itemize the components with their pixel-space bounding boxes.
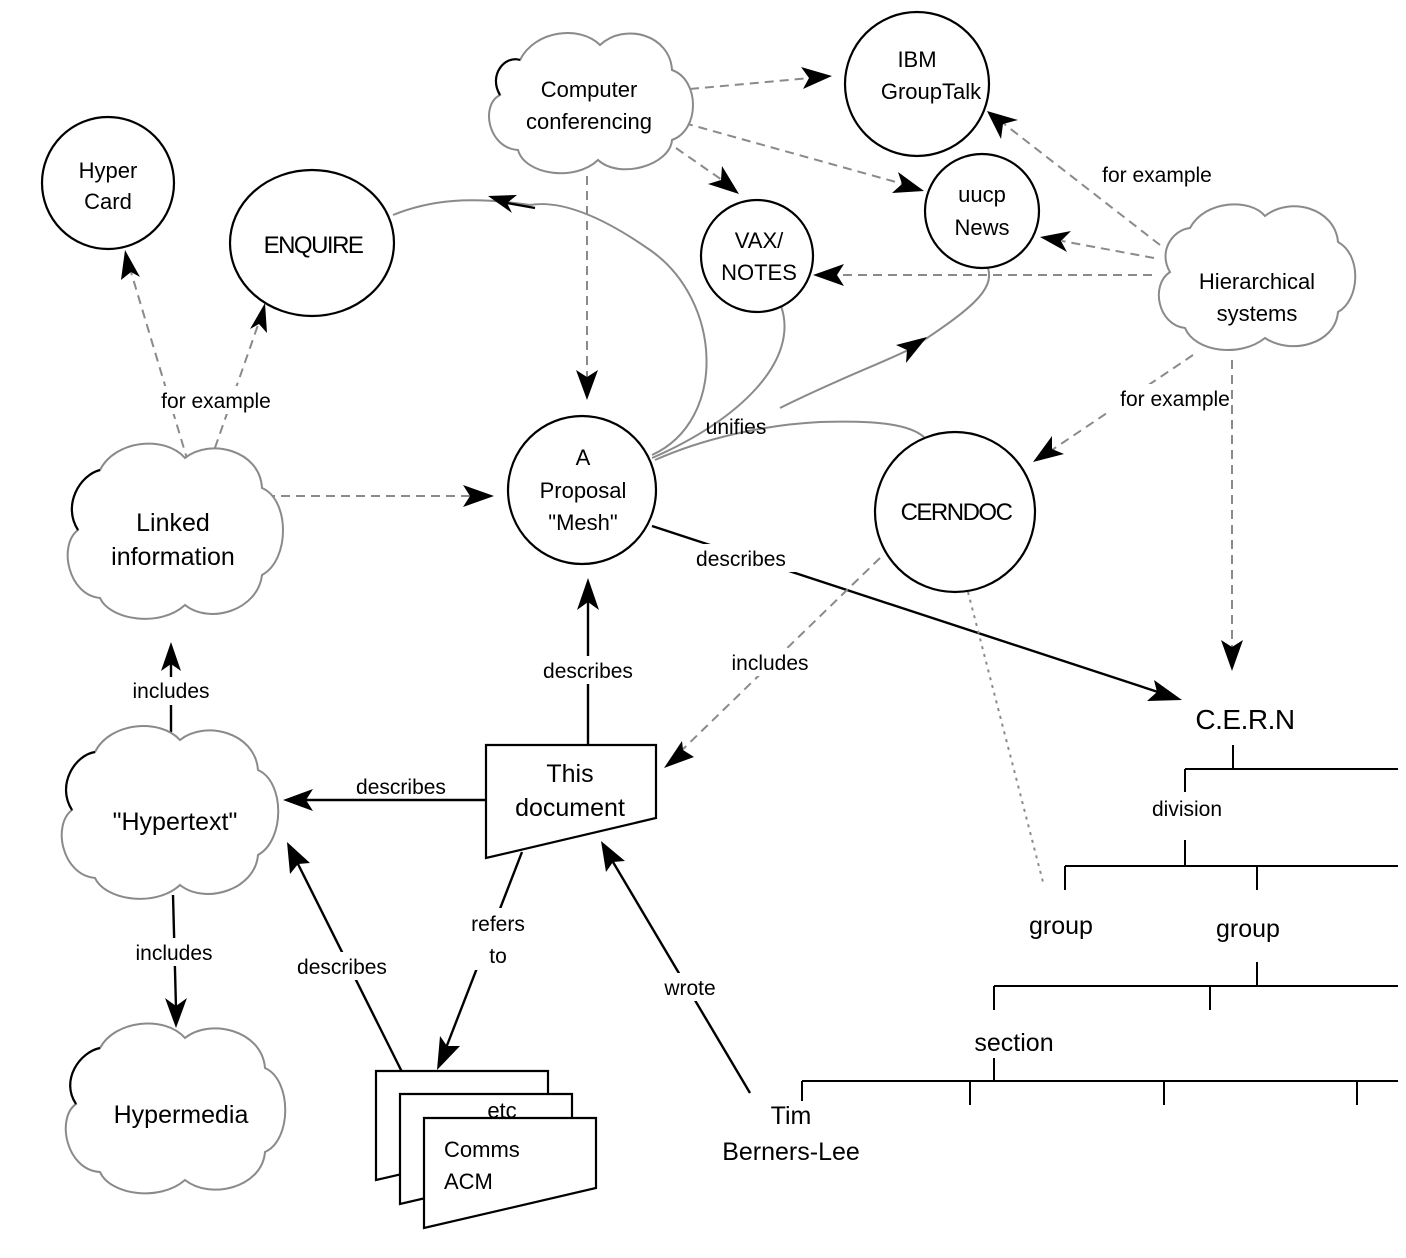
svg-text:includes: includes bbox=[132, 680, 209, 703]
edge-cerndoc-includes-doc: includes bbox=[664, 557, 881, 768]
org-tree-group-right: group bbox=[1216, 915, 1280, 943]
svg-text:includes: includes bbox=[731, 652, 808, 675]
org-tree-root: C.E.R.N bbox=[1195, 704, 1294, 735]
svg-text:Linked: Linked bbox=[136, 509, 210, 537]
svg-text:Comms: Comms bbox=[444, 1137, 520, 1162]
svg-text:refers: refers bbox=[471, 913, 525, 936]
svg-text:ENQUIRE: ENQUIRE bbox=[264, 232, 363, 259]
svg-text:Computer: Computer bbox=[541, 77, 638, 102]
node-hypermedia: Hypermedia bbox=[64, 1022, 287, 1195]
svg-text:unifies: unifies bbox=[706, 416, 767, 439]
node-papers-stack: etc Comms ACM bbox=[374, 1069, 598, 1230]
edge-cerndoc-to-group bbox=[967, 591, 1045, 887]
svg-text:includes: includes bbox=[135, 942, 212, 965]
node-hypertext: "Hypertext" bbox=[60, 725, 280, 900]
node-uucp-news: uucp News bbox=[923, 152, 1041, 270]
svg-text:A: A bbox=[576, 445, 591, 470]
svg-text:wrote: wrote bbox=[663, 977, 715, 1000]
edge-label-unifies: unifies bbox=[706, 416, 767, 439]
edge-label-for-example-top-right: for example bbox=[1088, 160, 1226, 188]
edge-conferencing-to-grouptalk bbox=[689, 67, 832, 90]
svg-text:for example: for example bbox=[1102, 164, 1212, 187]
edge-hypertext-includes-hypermedia: includes bbox=[122, 894, 226, 1028]
node-hypercard: Hyper Card bbox=[40, 115, 176, 251]
node-author: Tim Berners-Lee bbox=[722, 1102, 860, 1166]
node-hierarchical-systems: Hierarchical systems bbox=[1157, 203, 1357, 351]
svg-text:information: information bbox=[111, 543, 235, 571]
node-ibm-grouptalk: IBM GroupTalk bbox=[843, 10, 991, 158]
svg-text:to: to bbox=[489, 945, 507, 968]
edge-label-for-example-left: for example bbox=[148, 386, 284, 414]
org-tree-group-left: group bbox=[1029, 912, 1093, 940]
edge-mesh-unifies-cerndoc bbox=[654, 420, 925, 461]
edge-linked-to-enquire bbox=[209, 303, 267, 463]
svg-text:Hyper: Hyper bbox=[79, 158, 138, 183]
edge-conferencing-to-uucpnews bbox=[683, 122, 924, 193]
svg-text:GroupTalk: GroupTalk bbox=[881, 79, 982, 104]
edge-doc-describes-mesh: describes bbox=[530, 578, 646, 745]
svg-text:Proposal: Proposal bbox=[540, 478, 627, 503]
edge-linked-to-mesh bbox=[266, 485, 494, 507]
edge-hierarchical-to-grouptalk bbox=[987, 111, 1161, 246]
edge-hierarchical-to-uucpnews bbox=[1040, 231, 1155, 259]
edge-label-for-example-right: for example bbox=[1106, 384, 1244, 412]
edge-hierarchical-to-vaxnotes bbox=[813, 264, 1152, 286]
org-tree-division: division bbox=[1152, 798, 1222, 821]
edge-hierarchical-to-cern bbox=[1221, 360, 1243, 671]
edge-mesh-unifies-uucpnews bbox=[779, 267, 991, 409]
edge-linked-to-hypercard bbox=[121, 250, 189, 463]
node-cerndoc: CERNDOC bbox=[873, 430, 1037, 594]
svg-text:Tim: Tim bbox=[771, 1102, 812, 1130]
svg-text:ACM: ACM bbox=[444, 1169, 493, 1194]
edge-conferencing-to-vaxnotes bbox=[675, 147, 739, 194]
svg-text:describes: describes bbox=[696, 548, 786, 571]
svg-text:document: document bbox=[515, 794, 625, 822]
edge-author-wrote-doc: wrote bbox=[601, 841, 752, 1094]
svg-text:describes: describes bbox=[543, 660, 633, 683]
svg-text:VAX/: VAX/ bbox=[735, 228, 784, 253]
edge-doc-refers-to-papers: refers to bbox=[437, 851, 538, 1070]
node-this-document: This document bbox=[484, 743, 658, 860]
svg-text:Hierarchical: Hierarchical bbox=[1199, 269, 1315, 294]
node-mesh-proposal: A Proposal "Mesh" bbox=[506, 414, 658, 566]
svg-text:CERNDOC: CERNDOC bbox=[901, 499, 1013, 526]
edge-papers-describes-hypertext: describes bbox=[284, 842, 406, 1077]
edge-hierarchical-to-cerndoc bbox=[1033, 354, 1194, 462]
edge-mesh-describes-cern: describes bbox=[651, 524, 1182, 701]
edge-hypertext-includes-linked: includes bbox=[120, 642, 222, 732]
svg-text:NOTES: NOTES bbox=[721, 260, 797, 285]
svg-text:describes: describes bbox=[356, 776, 446, 799]
edge-doc-describes-hypertext: describes bbox=[283, 776, 486, 811]
node-enquire: ENQUIRE bbox=[228, 168, 396, 318]
svg-text:"Mesh": "Mesh" bbox=[548, 510, 617, 535]
org-tree-section: section bbox=[974, 1029, 1053, 1057]
svg-text:Berners-Lee: Berners-Lee bbox=[722, 1138, 860, 1166]
svg-text:uucp: uucp bbox=[958, 182, 1006, 207]
org-tree: C.E.R.N division group group section bbox=[801, 704, 1398, 1105]
svg-text:for example: for example bbox=[161, 390, 271, 413]
svg-text:This: This bbox=[546, 760, 593, 788]
svg-text:News: News bbox=[954, 215, 1009, 240]
node-vax-notes: VAX/ NOTES bbox=[699, 198, 815, 314]
svg-text:systems: systems bbox=[1217, 301, 1298, 326]
edge-mesh-unifies-enquire bbox=[392, 195, 708, 456]
svg-text:IBM: IBM bbox=[897, 47, 936, 72]
edge-conferencing-to-mesh bbox=[576, 176, 598, 400]
svg-text:Card: Card bbox=[84, 189, 132, 214]
node-linked-information: Linked information bbox=[66, 442, 284, 620]
edge-mesh-unifies-vaxnotes bbox=[651, 305, 786, 459]
svg-text:conferencing: conferencing bbox=[526, 109, 652, 134]
svg-text:Hypermedia: Hypermedia bbox=[114, 1101, 249, 1129]
node-computer-conferencing: Computer conferencing bbox=[488, 32, 694, 175]
svg-text:for example: for example bbox=[1120, 388, 1230, 411]
svg-text:"Hypertext": "Hypertext" bbox=[113, 808, 238, 836]
paper-front bbox=[422, 1116, 598, 1230]
svg-text:describes: describes bbox=[297, 956, 387, 979]
